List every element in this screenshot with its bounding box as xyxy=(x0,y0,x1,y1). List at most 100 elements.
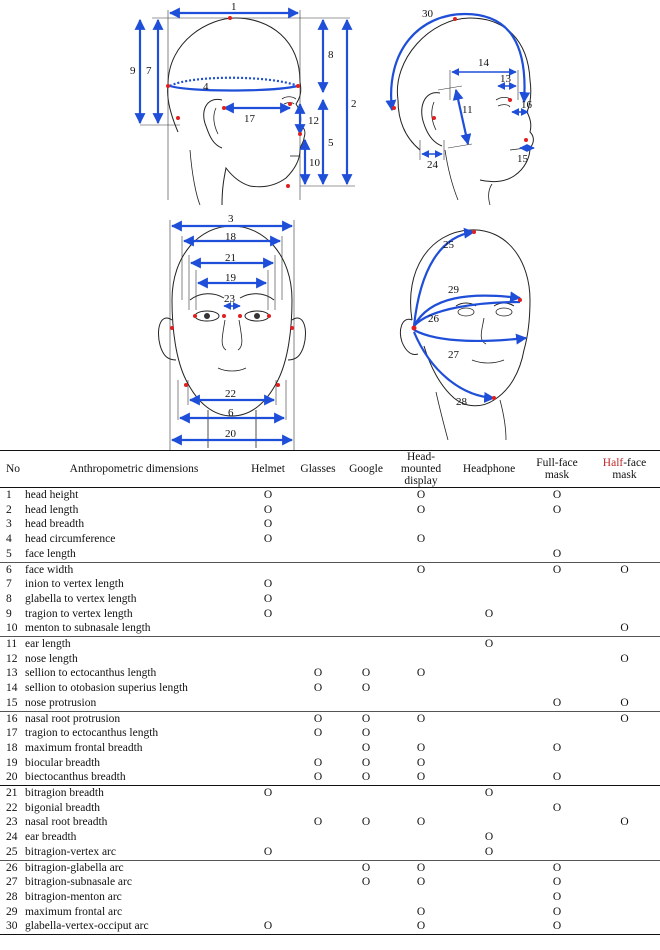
cell-glasses xyxy=(293,592,343,607)
cell-full: O xyxy=(552,503,562,516)
cell-full: O xyxy=(525,919,589,936)
cell-glasses xyxy=(293,844,343,861)
cell-headphone: O xyxy=(484,831,494,844)
row-number: 2 xyxy=(6,503,12,516)
cell-half xyxy=(589,637,660,652)
cell-helmet: O xyxy=(263,578,273,591)
header-fullface-line2: mask xyxy=(544,469,570,481)
cell-full: O xyxy=(552,861,562,874)
row-dimension: bitragion-subnasale arc xyxy=(25,876,132,889)
cell-hmd: O xyxy=(416,667,426,680)
cell-full xyxy=(525,637,589,652)
row-number: 12 xyxy=(6,652,18,665)
cell-helmet: O xyxy=(263,787,273,800)
label-14: 14 xyxy=(478,57,490,69)
cell-full xyxy=(525,532,589,547)
row-number: 20 xyxy=(0,770,25,787)
row-number: 7 xyxy=(6,578,12,591)
cell-helmet: O xyxy=(263,592,273,605)
row-dimension: nose length xyxy=(25,652,78,665)
row-number: 10 xyxy=(0,621,25,638)
header-hmd: Head- mounted display xyxy=(389,451,453,488)
cell-half xyxy=(589,844,660,861)
label-22: 22 xyxy=(225,388,236,400)
label-28: 28 xyxy=(456,396,468,408)
row-number: 27 xyxy=(6,876,18,889)
row-dimension: ear breadth xyxy=(25,831,77,844)
cell-glasses xyxy=(293,517,343,532)
cell-glasses xyxy=(293,919,343,936)
cell-glasses xyxy=(293,546,343,563)
row-number: 19 xyxy=(6,756,18,769)
row-number: 4 xyxy=(6,533,12,546)
row-dimension: sellion to ectocanthus length xyxy=(25,667,157,680)
cell-hmd xyxy=(389,517,453,532)
header-hmd-line1: Head- xyxy=(406,451,436,463)
cell-glasses xyxy=(293,577,343,592)
cell-headphone xyxy=(453,695,525,712)
cell-half xyxy=(589,546,660,563)
oblique-view-diagram: 30 14 13 11 16 15 24 xyxy=(385,8,535,206)
cell-google xyxy=(343,592,389,607)
row-dimension: sellion to otobasion superius length xyxy=(25,682,188,695)
cell-google xyxy=(343,786,389,801)
cell-hmd xyxy=(389,621,453,638)
cell-helmet xyxy=(243,637,293,652)
cell-half xyxy=(589,801,660,816)
cell-hmd: O xyxy=(416,563,426,576)
cell-headphone xyxy=(453,503,525,518)
cell-google xyxy=(343,503,389,518)
cell-google: O xyxy=(361,861,371,874)
cell-glasses xyxy=(293,830,343,845)
cell-google xyxy=(343,844,389,861)
cell-google: O xyxy=(361,727,371,740)
row-number: 22 xyxy=(6,801,18,814)
cell-google xyxy=(343,830,389,845)
cell-headphone xyxy=(453,905,525,920)
cell-hmd: O xyxy=(389,770,453,787)
cell-half xyxy=(589,770,660,787)
row-dimension: bitragion-vertex arc xyxy=(25,844,243,861)
cell-full: O xyxy=(552,876,562,889)
row-dimension: ear length xyxy=(25,638,71,651)
cell-google xyxy=(343,607,389,622)
cell-full: O xyxy=(552,741,562,754)
front-view-diagram: 3 18 21 19 23 22 6 20 xyxy=(158,213,306,450)
header-google: Google xyxy=(349,463,383,475)
cell-hmd xyxy=(389,546,453,563)
cell-half xyxy=(589,756,660,771)
cell-half: O xyxy=(620,563,629,576)
cell-full xyxy=(525,621,589,638)
cell-full xyxy=(525,681,589,696)
row-dimension: tragion to ectocanthus length xyxy=(25,727,159,740)
cell-headphone xyxy=(453,577,525,592)
cell-headphone xyxy=(453,770,525,787)
row-dimension: maximum frontal breadth xyxy=(25,741,143,754)
row-dimension: glabella to vertex length xyxy=(25,592,137,605)
cell-half xyxy=(589,592,660,607)
dimensions-table: No Anthropometric dimensions Helmet Glas… xyxy=(0,450,660,936)
cell-hmd xyxy=(389,830,453,845)
cell-half xyxy=(589,488,660,503)
header-helmet: Helmet xyxy=(251,463,285,475)
cell-glasses: O xyxy=(293,770,343,787)
cell-headphone xyxy=(453,652,525,667)
row-dimension: biectocanthus breadth xyxy=(25,770,243,787)
cell-headphone: O xyxy=(484,638,494,651)
row-dimension: head circumference xyxy=(25,533,116,546)
cell-half xyxy=(589,741,660,756)
header-glasses: Glasses xyxy=(300,463,336,475)
header-fullface: Full-face mask xyxy=(525,451,589,488)
row-number: 8 xyxy=(6,592,12,605)
